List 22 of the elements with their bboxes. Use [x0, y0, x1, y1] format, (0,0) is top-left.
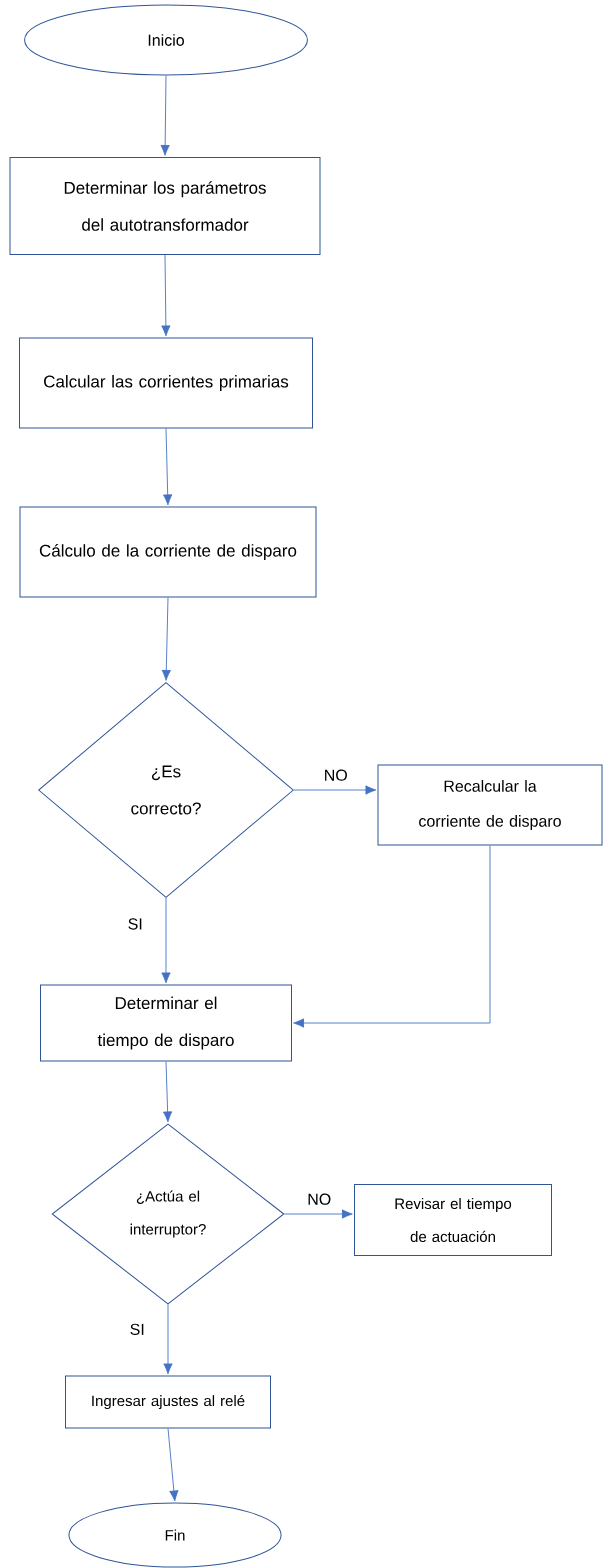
process-box: Cálculo de la corriente de disparo: [19, 506, 317, 598]
arrow: [161, 597, 171, 681]
arrow: [161, 254, 171, 337]
edge-label: NO: [306, 1192, 333, 1206]
edge-label: NO: [322, 768, 349, 782]
process-box: Ingresar ajustes al relé: [65, 1375, 271, 1429]
edge-label: SI: [126, 917, 144, 931]
arrow: [293, 785, 377, 795]
arrow: [167, 1428, 179, 1502]
edge-label: SI: [128, 1322, 146, 1337]
process-box: Determinar los parámetros del autotransformador: [9, 157, 321, 255]
process-box: Recalcular la corriente de disparo: [377, 764, 603, 846]
arrow: [161, 897, 171, 984]
process-box: Revisar el tiempo de actuación: [354, 1184, 552, 1256]
process-box: Calcular las corrientes primarias: [19, 337, 313, 429]
arrow: [163, 1304, 173, 1375]
arrow: [160, 75, 170, 156]
process-box: Determinar el tiempo de disparo: [40, 984, 292, 1062]
arrow: [293, 845, 491, 1028]
arrow: [163, 1061, 173, 1123]
arrow: [163, 428, 173, 506]
arrow: [284, 1209, 353, 1219]
